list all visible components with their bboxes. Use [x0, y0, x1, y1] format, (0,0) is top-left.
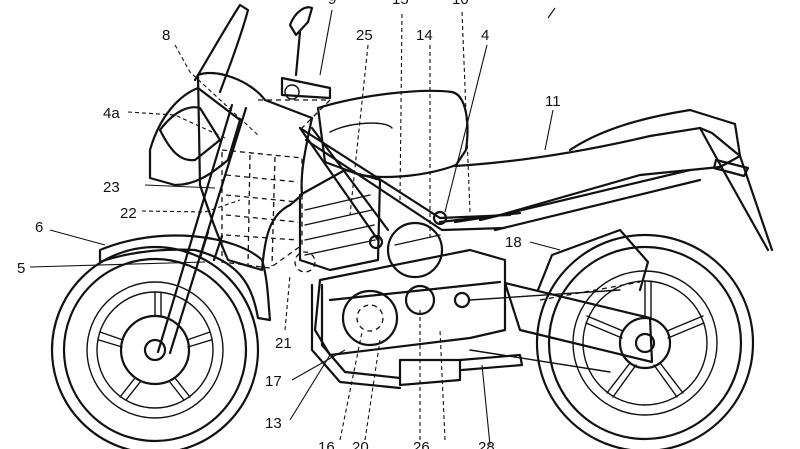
ref-label-28: 28: [478, 439, 495, 449]
ref-label-16: 16: [318, 439, 335, 449]
ref-label-22: 22: [120, 205, 137, 222]
ref-label-6: 6: [35, 219, 43, 236]
front-cowl: [148, 3, 314, 272]
handlebar: [280, 6, 332, 100]
rear-wheel: [535, 233, 755, 449]
ref-label-21: 21: [275, 335, 292, 352]
ref-label-9: 9: [328, 0, 336, 8]
ref-label-25: 25: [356, 27, 373, 44]
engine: [298, 168, 524, 387]
ref-label-14: 14: [416, 27, 433, 44]
fuel-tank: [316, 89, 469, 179]
ref-label-5: 5: [17, 260, 25, 277]
exhaust: [310, 283, 402, 390]
ref-label-4a: 4a: [103, 105, 120, 122]
ref-label-13: 13: [265, 415, 282, 432]
ref-label-18: 18: [505, 234, 522, 251]
ref-label-15: 15: [392, 0, 409, 8]
leader-lines: [29, 7, 561, 446]
front-wheel: [50, 245, 260, 449]
ref-label-8: 8: [162, 27, 170, 44]
ref-label-11: 11: [545, 93, 561, 110]
ref-label-4: 4: [481, 27, 489, 44]
reference-numerals: 8 9 25 15 14 10 4 4a 11 23 22 6 5 18 21 …: [17, 0, 561, 449]
front-fender: [98, 234, 272, 322]
frame: [298, 126, 512, 242]
ref-label-10: 10: [452, 0, 469, 8]
swingarm: [469, 228, 654, 373]
ref-label-23: 23: [103, 179, 120, 196]
ref-label-20: 20: [352, 439, 369, 449]
ref-label-17: 17: [265, 373, 282, 390]
ref-label-26: 26: [413, 439, 430, 449]
